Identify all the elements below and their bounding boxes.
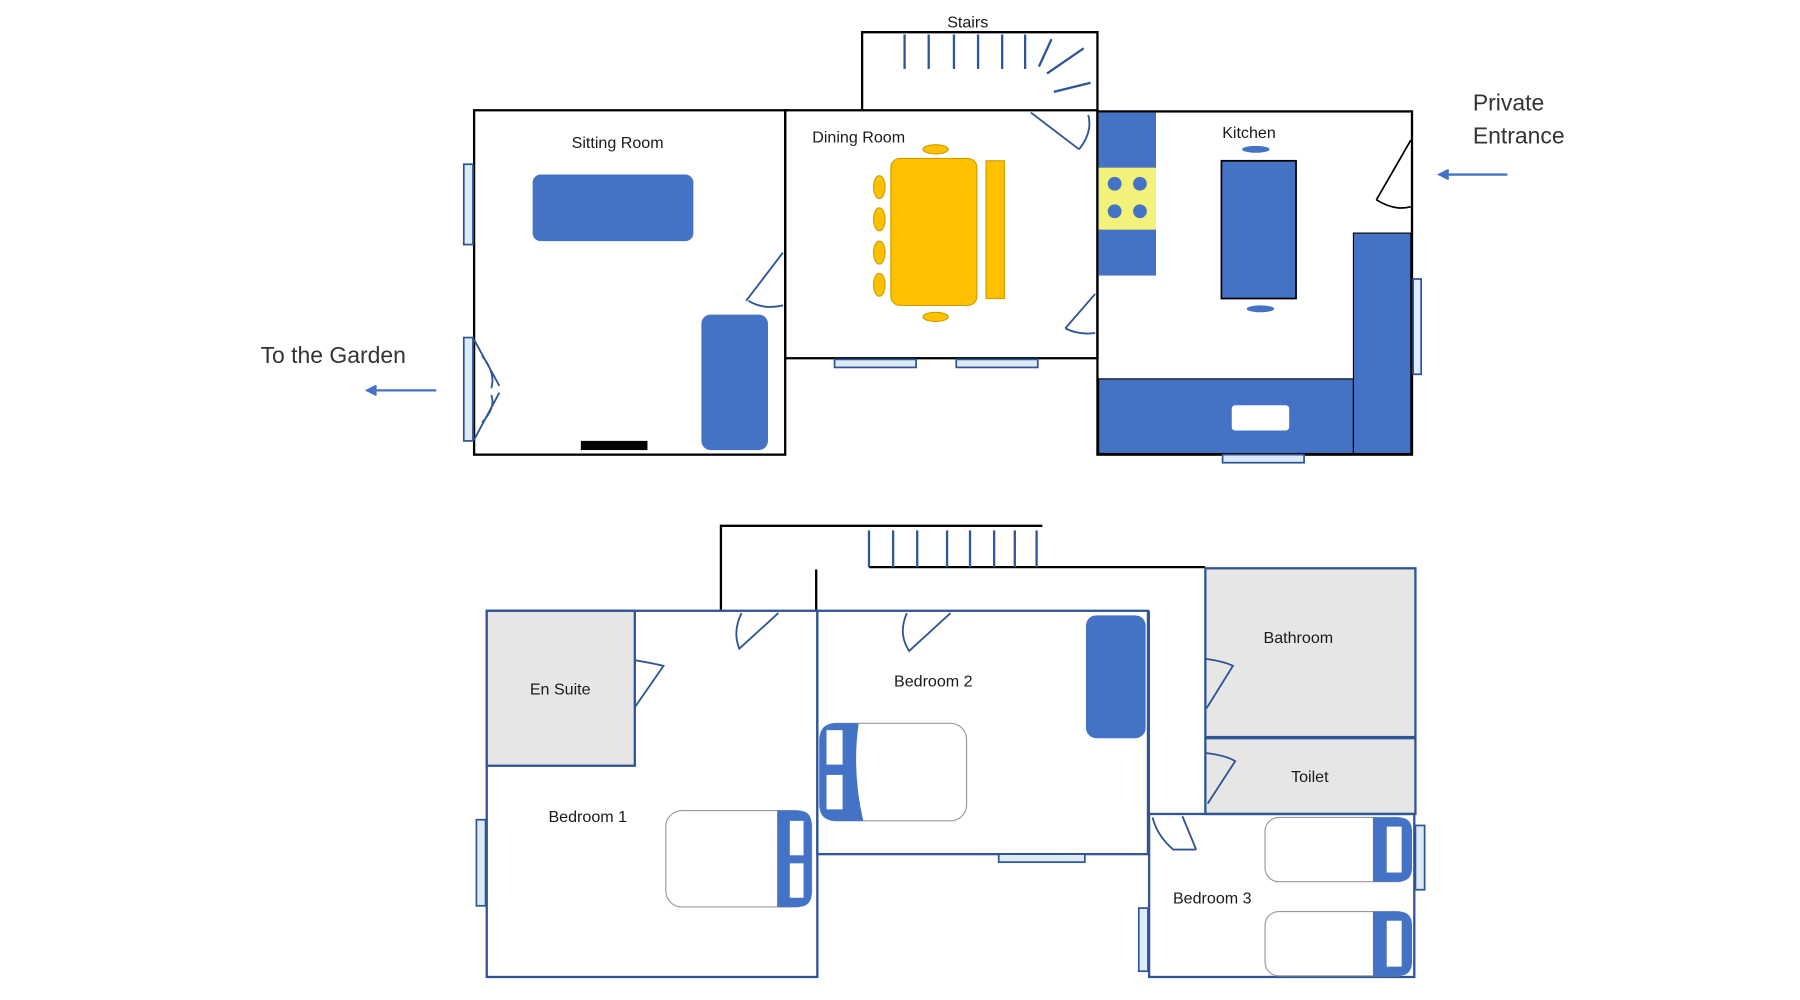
pillow [789, 820, 804, 856]
dining-room: Dining Room [784, 109, 1099, 369]
window [1412, 278, 1423, 376]
hob-burners [1107, 176, 1147, 219]
stairs-label: Stairs [947, 14, 988, 32]
pillow [826, 774, 843, 810]
bathroom: Bathroom [1204, 567, 1417, 739]
bed [819, 722, 968, 822]
sitting-room: Sitting Room [462, 109, 787, 456]
bed [1264, 910, 1412, 977]
door-icon [1206, 752, 1237, 805]
garden-label: To the Garden [261, 342, 406, 368]
arrow-left-icon [364, 384, 437, 396]
armchair [701, 314, 768, 451]
stool [1242, 145, 1270, 153]
bedroom-2: Bedroom 2 [816, 609, 1150, 864]
door-icon [901, 612, 952, 653]
toilet-label: Toilet [1291, 768, 1329, 786]
pillow [1386, 920, 1402, 967]
bed [1264, 816, 1412, 883]
entrance-door-icon [1375, 139, 1412, 209]
window [475, 818, 487, 907]
bedroom-1: En Suite Bedroom 1 [475, 609, 819, 979]
door-icon [634, 659, 666, 708]
garden-door-icon [473, 339, 501, 441]
stairs-ground: Stairs [860, 14, 1099, 111]
bed [665, 809, 813, 908]
landing-wall [719, 524, 1043, 611]
door-icon [745, 252, 784, 308]
pillow [789, 863, 804, 898]
pillow [826, 730, 843, 765]
garden-annotation: To the Garden [261, 342, 437, 396]
toilet: Toilet [1204, 737, 1417, 816]
stool [1246, 305, 1275, 313]
door-icon [1205, 658, 1235, 709]
wardrobe [1085, 615, 1146, 739]
bathroom-walls [1204, 567, 1417, 739]
entrance-label-line1: Private [1473, 89, 1544, 115]
stair-treads [903, 34, 1091, 94]
bedroom-1-label: Bedroom 1 [548, 808, 627, 826]
window [833, 358, 917, 369]
stairs-wall [860, 31, 1099, 111]
door-icon [1030, 111, 1091, 151]
door-icon [1151, 815, 1198, 851]
entrance-label-line2: Entrance [1473, 123, 1565, 149]
window [462, 163, 474, 246]
entrance-annotation: Private Entrance [1436, 89, 1565, 181]
bedroom-2-label: Bedroom 2 [894, 673, 973, 691]
bedroom-3-label: Bedroom 3 [1173, 890, 1252, 908]
door-icon [735, 612, 779, 651]
bench [985, 160, 1006, 300]
counter [1098, 378, 1355, 455]
window [1137, 907, 1149, 973]
bedroom-3: Bedroom 3 [1137, 812, 1426, 979]
dining-room-label: Dining Room [812, 128, 905, 146]
sitting-room-label: Sitting Room [572, 134, 664, 152]
counter [1352, 232, 1412, 455]
door-icon [1064, 293, 1096, 335]
kitchen-island [1220, 159, 1297, 300]
garden-door-frame [462, 336, 474, 442]
window [997, 853, 1086, 864]
window [955, 358, 1039, 369]
chairs [873, 144, 949, 323]
fireplace [580, 440, 648, 451]
kitchen-label: Kitchen [1222, 124, 1276, 142]
en-suite-label: En Suite [530, 681, 591, 699]
pillow [1386, 826, 1402, 873]
hob [1098, 167, 1156, 230]
window [1414, 824, 1426, 891]
kitchen: Kitchen [1096, 110, 1423, 464]
sofa [532, 174, 694, 242]
bedroom-2-walls [816, 609, 1150, 856]
arrow-left-icon [1436, 168, 1508, 181]
dining-table [890, 157, 978, 306]
window [1221, 453, 1305, 464]
sink [1231, 405, 1290, 431]
bathroom-label: Bathroom [1264, 629, 1334, 647]
bedroom-3-walls [1147, 812, 1416, 979]
en-suite [485, 609, 636, 767]
landing [719, 524, 1206, 611]
stair-treads [867, 530, 1038, 568]
